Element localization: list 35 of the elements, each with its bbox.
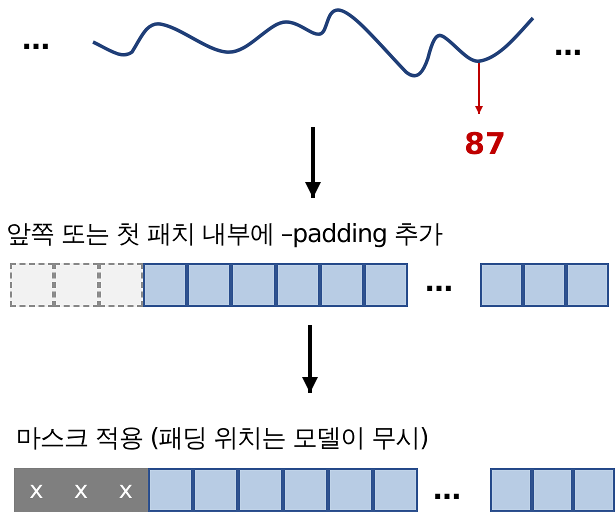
patch-cell (532, 468, 573, 512)
ellipsis-mark: … (22, 26, 50, 54)
ellipsis-mark: … (433, 476, 461, 504)
arrow (305, 127, 321, 198)
patch-cell (490, 468, 532, 512)
arrow (302, 325, 318, 393)
patch-cell (238, 468, 283, 512)
patch-cell (573, 468, 614, 512)
padding-cell (98, 263, 143, 307)
masked-cell: x (103, 468, 148, 512)
waveform-drawing (90, 6, 536, 80)
arrow (475, 62, 483, 114)
step-heading: 마스크 적용 (패딩 위치는 모델이 무시) (16, 420, 516, 454)
padding-cell (54, 263, 99, 307)
patch-cell (187, 263, 232, 307)
patch-cell (143, 263, 188, 307)
masked-cell: x (58, 468, 104, 512)
patch-cell (523, 263, 566, 307)
patch-cell (276, 263, 320, 307)
ellipsis-mark: … (554, 32, 582, 60)
patch-cell (320, 263, 364, 307)
value-label: 87 (458, 128, 512, 162)
masked-cell: x (14, 468, 59, 512)
patch-cell (283, 468, 328, 512)
patch-cell (193, 468, 238, 512)
patch-cell (231, 263, 276, 307)
patch-cell (148, 468, 193, 512)
patch-cell (364, 263, 408, 307)
patch-cell (328, 468, 373, 512)
patch-cell (373, 468, 418, 512)
patch-cell (480, 263, 523, 307)
padding-cell (10, 263, 54, 307)
ellipsis-mark: … (425, 268, 453, 296)
patch-cell (566, 263, 609, 307)
step-heading: 앞쪽 또는 첫 패치 내부에 –padding 추가 (6, 216, 526, 250)
